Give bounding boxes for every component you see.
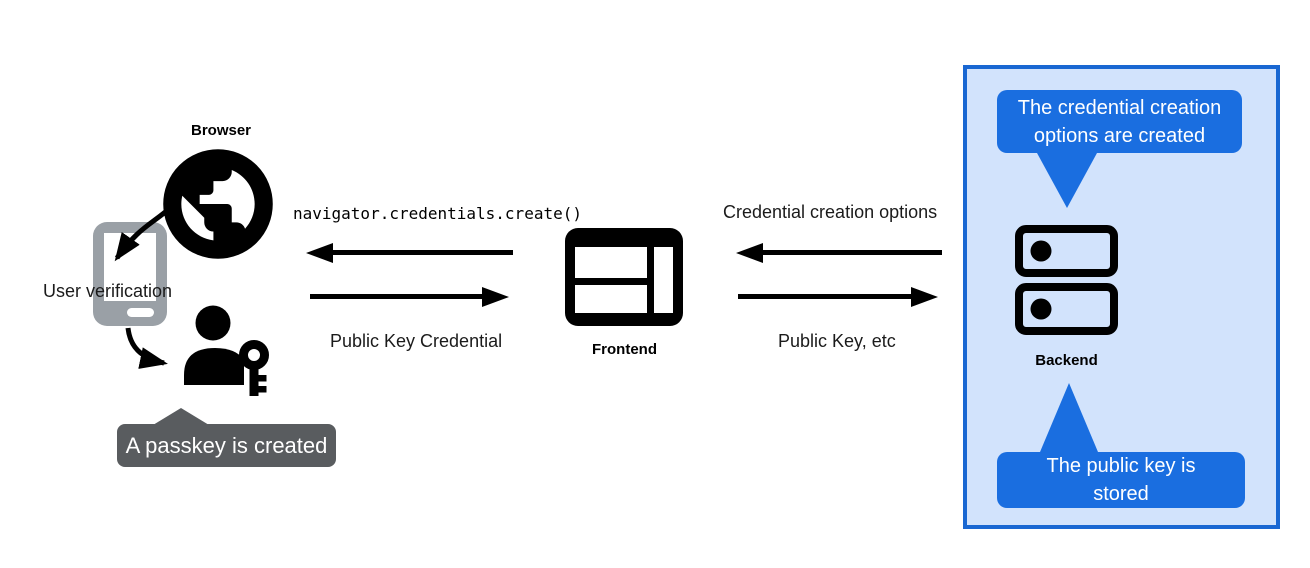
person-with-key-icon (184, 305, 269, 396)
public-key-credential-label: Public Key Credential (330, 331, 503, 351)
public-key-stored-text: The public key is stored (1046, 455, 1196, 505)
server-stack-icon (1015, 225, 1118, 335)
arrow-browser-to-frontend (310, 294, 484, 299)
arrowhead-right-icon (911, 287, 938, 307)
arrow-frontend-to-backend (738, 294, 912, 299)
arrowhead-right-icon (482, 287, 509, 307)
backend-label: Backend (1035, 352, 1098, 369)
frontend-label: Frontend (592, 341, 657, 358)
arrowhead-left-icon (306, 243, 333, 263)
tooltip-arrow-down-icon (1037, 153, 1097, 208)
arrow-device-to-user (125, 327, 168, 369)
passkey-created-text: A passkey is created (125, 433, 328, 458)
tooltip-arrow-up-icon (1040, 383, 1098, 452)
navigator-credentials-create-label: navigator.credentials.create() (293, 204, 582, 223)
arrow-browser-to-device (114, 206, 172, 262)
public-key-stored-tooltip: The public key is stored (997, 452, 1245, 508)
backend-panel: The credential creation options are crea… (963, 65, 1280, 529)
credential-creation-options-label: Credential creation options (723, 202, 938, 222)
public-key-etc-label: Public Key, etc (778, 331, 896, 351)
credential-options-created-tooltip: The credential creation options are crea… (997, 90, 1242, 153)
credential-options-created-text: The credential creation options are crea… (1017, 96, 1222, 147)
globe-icon (163, 149, 273, 259)
tooltip-arrow-up (153, 408, 209, 425)
arrowhead-left-icon (736, 243, 763, 263)
user-verification-label: User verification (43, 281, 173, 301)
browser-label: Browser (191, 122, 252, 139)
arrow-frontend-to-browser (330, 250, 513, 255)
browser-window-icon (565, 228, 683, 326)
arrow-backend-to-frontend (760, 250, 942, 255)
passkey-created-tooltip: A passkey is created (117, 408, 336, 467)
